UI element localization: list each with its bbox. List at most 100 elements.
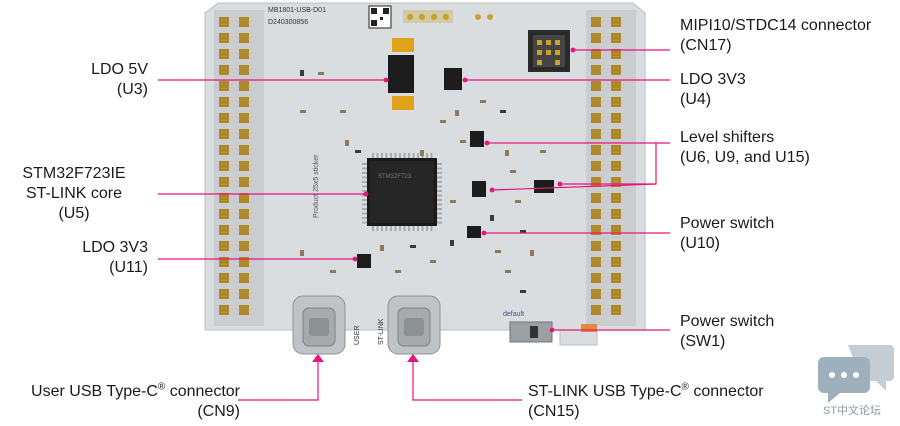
header-pin <box>611 145 621 155</box>
callout-cn15-sup: ® <box>681 381 689 393</box>
callout-lines <box>158 49 670 401</box>
cap-c17 <box>392 96 414 110</box>
header-pin <box>239 193 249 203</box>
callout-cn17: MIPI10/STDC14 connector (CN17) <box>680 16 871 56</box>
orange-led <box>581 324 597 332</box>
header-pin <box>239 65 249 75</box>
header-pin <box>611 161 621 171</box>
callout-level-line1: Level shifters <box>680 129 775 146</box>
callout-sw1: Power switch (SW1) <box>680 312 774 352</box>
header-pin <box>611 113 621 123</box>
header-pin <box>611 305 621 315</box>
header-pin <box>219 129 229 139</box>
header-pin <box>239 17 249 27</box>
callout-u4-line1: LDO 3V3 <box>680 71 746 88</box>
header-pin <box>239 289 249 299</box>
header-pin <box>239 225 249 235</box>
header-pin <box>611 33 621 43</box>
silk-stlink: ST-LINK <box>378 318 385 345</box>
callout-u3-line1: LDO 5V <box>91 61 148 78</box>
callout-level-shifters: Level shifters (U6, U9, and U15) <box>680 128 810 168</box>
header-pin <box>591 209 601 219</box>
header-pin <box>239 49 249 59</box>
header-pin <box>611 97 621 107</box>
cn16-header <box>403 10 453 23</box>
header-pin <box>219 33 229 43</box>
header-pin <box>219 193 229 203</box>
header-pin <box>611 273 621 283</box>
u5-mcu: STM32F723 <box>367 158 437 226</box>
u3-chip <box>388 55 414 93</box>
header-pin <box>591 113 601 123</box>
callout-sw1-line1: Power switch <box>680 313 775 330</box>
header-pin <box>219 97 229 107</box>
cn15-usb-connector <box>387 295 441 355</box>
header-pin <box>239 81 249 91</box>
header-pin <box>611 129 621 139</box>
jp3-header <box>475 14 493 20</box>
callout-u4-line2: (U4) <box>680 91 712 108</box>
callout-u11-line1: LDO 3V3 <box>82 239 148 256</box>
header-pin <box>219 161 229 171</box>
header-pin <box>611 209 621 219</box>
header-pin <box>219 289 229 299</box>
header-pin <box>219 177 229 187</box>
header-pin <box>611 81 621 91</box>
cn9-usb-connector <box>292 295 346 355</box>
header-pin <box>591 49 601 59</box>
header-pin <box>219 241 229 251</box>
header-pin <box>219 17 229 27</box>
callout-arrows <box>312 354 419 362</box>
header-pin <box>591 129 601 139</box>
callout-cn9-line2: (CN9) <box>197 403 240 420</box>
callout-cn15-pre: ST-LINK USB Type-C <box>528 383 682 400</box>
header-pin <box>239 113 249 123</box>
callout-u5: STM32F723IE ST-LINK core (U5) <box>0 164 148 224</box>
svg-text:STM32F723: STM32F723 <box>378 174 412 180</box>
header-pin <box>611 193 621 203</box>
header-pin <box>239 97 249 107</box>
callout-u11: LDO 3V3 (U11) <box>82 238 148 278</box>
cn17-connector <box>528 30 570 72</box>
header-pin <box>591 305 601 315</box>
u11-chip <box>357 254 371 268</box>
header-pin <box>591 145 601 155</box>
silk-user: USER <box>354 326 361 345</box>
u4-chip <box>444 68 462 90</box>
header-pin <box>611 289 621 299</box>
header-pin <box>591 241 601 251</box>
header-pin <box>591 17 601 27</box>
silk-top: MB1801-USB-D01 <box>268 7 326 14</box>
silk-default: default <box>503 311 524 318</box>
header-pin <box>591 289 601 299</box>
header-pin <box>219 145 229 155</box>
callout-u10: Power switch (U10) <box>680 214 774 254</box>
callout-u10-line1: Power switch <box>680 215 775 232</box>
header-pin <box>591 273 601 283</box>
header-pin <box>591 65 601 75</box>
callout-cn17-line2: (CN17) <box>680 37 732 54</box>
header-pin <box>591 177 601 187</box>
header-pin <box>611 257 621 267</box>
callout-level-line2: (U6, U9, and U15) <box>680 149 810 166</box>
header-pin <box>591 81 601 91</box>
header-pin <box>239 305 249 315</box>
header-pin <box>239 161 249 171</box>
callout-u5-line2: ST-LINK core <box>25 185 123 202</box>
callout-cn17-line1: MIPI10/STDC14 connector <box>680 17 872 34</box>
forum-logo-icon <box>818 345 894 403</box>
callout-sw1-line2: (SW1) <box>680 333 726 350</box>
silk-sticker: Product 25x5 sticker <box>313 154 320 218</box>
cap-c16 <box>392 38 414 52</box>
u15-chip <box>534 180 554 193</box>
header-pin <box>239 177 249 187</box>
callout-cn9-pre: User USB Type-C <box>31 383 158 400</box>
header-pin <box>219 65 229 75</box>
header-pin <box>239 241 249 251</box>
header-pin <box>239 209 249 219</box>
callout-dots <box>352 47 576 333</box>
header-pin <box>219 113 229 123</box>
header-pin <box>611 225 621 235</box>
callout-cn15: ST-LINK USB Type-C® connector (CN15) <box>528 382 764 422</box>
header-pin <box>239 129 249 139</box>
